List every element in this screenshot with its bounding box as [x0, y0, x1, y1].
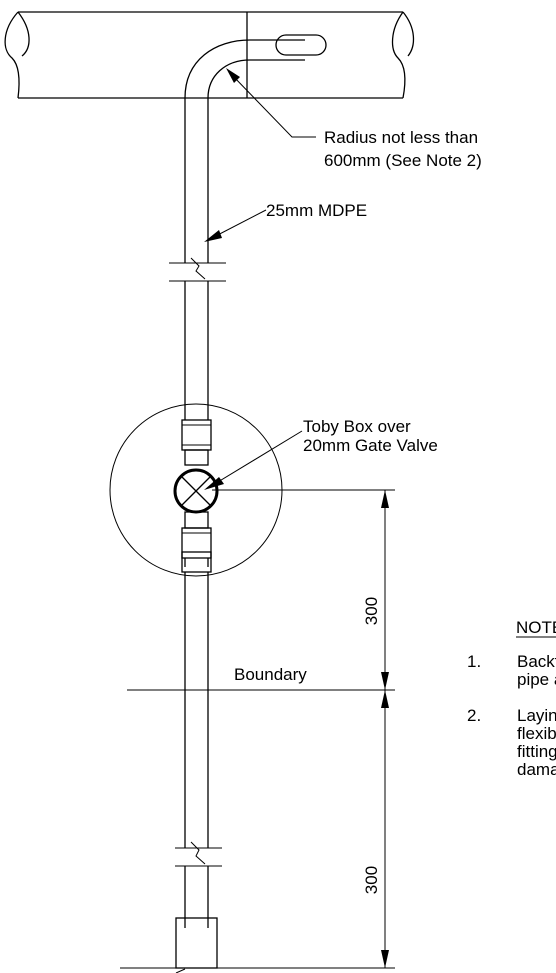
note-1-line2: pipe a [517, 670, 556, 689]
note-2-number: 2. [467, 706, 481, 725]
service-pipe [169, 39, 305, 420]
dimension-lower-label: 300 [362, 866, 381, 894]
dimension-lower: 300 [362, 690, 389, 968]
pipe-label: 25mm MDPE [266, 201, 367, 220]
toby-label-line1: Toby Box over [303, 417, 411, 436]
note-2-line1: Laying [517, 706, 556, 725]
note-2-line3: fittings [517, 742, 556, 761]
toby-leader [204, 430, 303, 490]
dimension-upper-label: 300 [362, 597, 381, 625]
note-2-line4: damag [517, 760, 556, 779]
notes-heading: NOTE [516, 618, 556, 637]
tapping-slot [275, 34, 327, 56]
radius-label-line1: Radius not less than [324, 128, 478, 147]
radius-leader [226, 68, 316, 138]
notes-block: NOTE 1. Backfi pipe a 2. Laying flexibil… [467, 618, 556, 779]
boundary-label: Boundary [234, 665, 307, 684]
radius-label-line2: 600mm (See Note 2) [324, 151, 482, 170]
main-pipe [4, 11, 415, 99]
pipe-leader [204, 209, 267, 242]
note-1-number: 1. [467, 652, 481, 671]
note-1-line1: Backfi [517, 652, 556, 671]
gate-valve-assembly [173, 419, 219, 573]
dimension-upper: 300 [212, 489, 395, 690]
note-2-line2: flexibil [517, 724, 556, 743]
lower-service-pipe [175, 572, 222, 969]
toby-label-line2: 20mm Gate Valve [303, 436, 438, 455]
bottom-leader [175, 968, 186, 973]
